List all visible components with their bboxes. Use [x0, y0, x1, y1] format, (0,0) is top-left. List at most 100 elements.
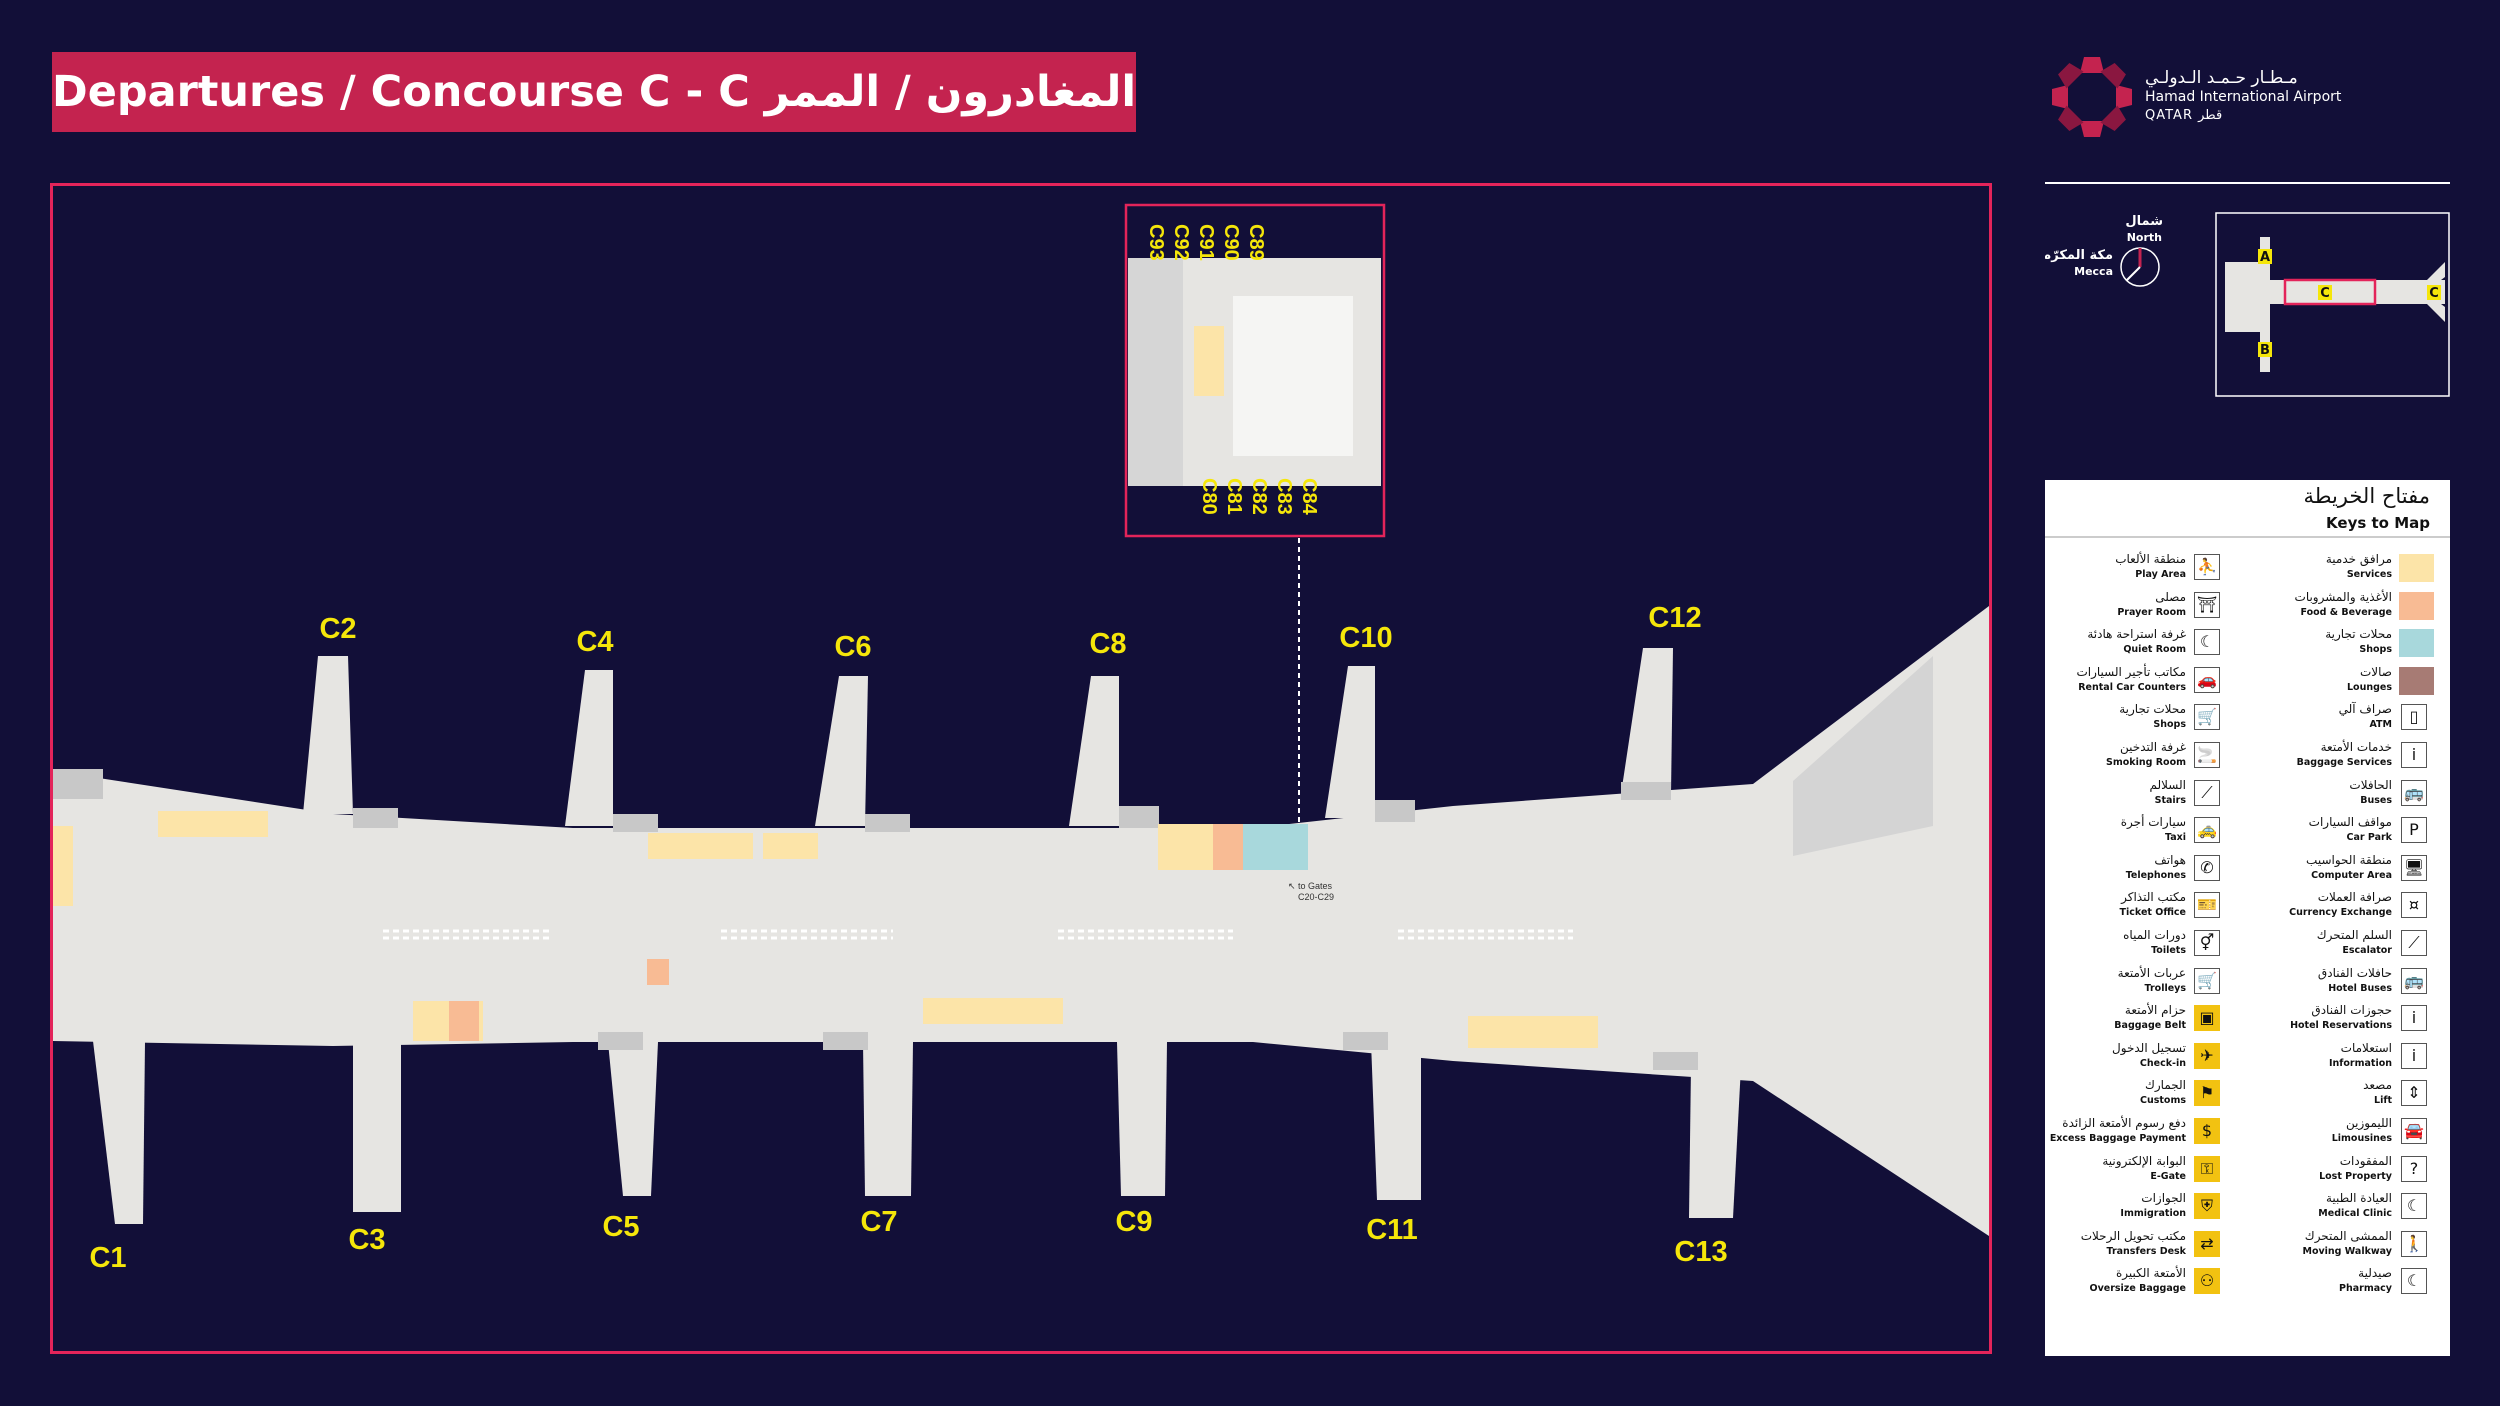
currency-exchange-icon: ¤	[2401, 892, 2427, 919]
baggage-services-icon: i	[2401, 742, 2427, 768]
legend-label-ar: مكتب تحويل الرحلات	[2080, 1228, 2186, 1243]
gate-label-C9: C9	[1115, 1206, 1152, 1238]
gate-label-C10: C10	[1339, 622, 1392, 654]
check-in-icon: ✈	[2194, 1042, 2220, 1069]
legend-label-en: Limousines	[2331, 1133, 2392, 1144]
computer-area-icon: 🖥	[2401, 854, 2427, 881]
legend-label-ar: حافلات الفنادق	[2317, 965, 2392, 980]
limousine-icon: 🚘	[2401, 1118, 2427, 1144]
gate-label-C12: C12	[1648, 602, 1701, 634]
information-icon: i	[2401, 1042, 2427, 1069]
legend-label-ar: السلم المتحرك	[2316, 928, 2392, 942]
gate-label-C5: C5	[602, 1211, 639, 1243]
legend-label-en: Moving Walkway	[2302, 1245, 2392, 1257]
legend-swatch	[2399, 629, 2434, 658]
legend-label-en: Services	[2346, 569, 2392, 580]
legend-label-en: Computer Area	[2311, 869, 2392, 881]
stairs-icon: ⟋	[2194, 779, 2220, 806]
atm-icon: ▯	[2401, 704, 2427, 731]
excess-baggage-icon: $	[2194, 1118, 2220, 1144]
service-areas	[53, 811, 1598, 1048]
legend-label-en: Medical Clinic	[2318, 1208, 2392, 1220]
legend-label-en: Food & Beverage	[2300, 606, 2392, 618]
legend-label-en: Shops	[2359, 644, 2392, 656]
legend-label-ar: الجمارك	[2144, 1078, 2186, 1093]
telephone-icon: ✆	[2194, 854, 2220, 881]
legend-label-en: Excess Baggage Payment	[2049, 1133, 2186, 1144]
legend-label-en: Shops	[2153, 719, 2186, 731]
compass-mecca-ar: مكة المكرّمة	[2045, 248, 2113, 263]
legend-label-en: Currency Exchange	[2289, 907, 2392, 919]
legend-label-ar: استعلامات	[2340, 1040, 2392, 1055]
gate-label-C7: C7	[860, 1206, 897, 1238]
legend-label-ar: الأمتعة الكبيرة	[2115, 1266, 2186, 1281]
legend-label-ar: صراف آلي	[2338, 702, 2392, 717]
legend-label-ar: عربات الأمتعة	[2117, 965, 2186, 980]
legend-label-ar: دورات المياه	[2123, 928, 2186, 942]
header-divider	[2045, 182, 2450, 184]
gate-label-C83: C83	[1273, 478, 1295, 515]
gate-label-C93: C93	[1145, 224, 1167, 261]
legend-label-ar: منطقة الحواسيب	[2306, 852, 2392, 867]
legend-label-ar: الممشى المتحرك	[2304, 1228, 2392, 1243]
prayer-room-icon: ⛩	[2194, 591, 2220, 618]
lift-icon: ⇕	[2401, 1080, 2427, 1107]
legend-label-ar: مرافق خدمية	[2325, 552, 2392, 566]
concourse-map: C2 C4 C6 C8 C10 C12 C1 C3 C5 C7 C9 C11 C…	[53, 203, 1989, 1274]
gate-label-C91: C91	[1195, 224, 1217, 261]
gate-label-C8: C8	[1089, 628, 1126, 660]
legend-label-en: Immigration	[2120, 1208, 2186, 1220]
moving-walkways	[383, 929, 1573, 940]
toilets-icon: ⚥	[2194, 930, 2220, 956]
legend-label-ar: غرفة استراحة هادئة	[2087, 627, 2186, 642]
legend-label-en: Oversize Baggage	[2089, 1283, 2187, 1295]
hotel-reservations-icon: i	[2401, 1005, 2427, 1032]
gate-label-C92: C92	[1170, 224, 1192, 261]
moving-walkway-icon: 🚶	[2401, 1230, 2427, 1257]
compass-north-en: North	[2127, 231, 2162, 244]
legend-label-ar: تسجيل الدخول	[2112, 1040, 2186, 1055]
legend-label-en: Stairs	[2154, 794, 2186, 806]
bus-icon: 🚌	[2401, 779, 2427, 806]
legend-swatch	[2399, 666, 2434, 695]
legend-label-en: Escalator	[2342, 945, 2392, 956]
legend-label-en: Play Area	[2135, 569, 2186, 580]
mini-label-C: C	[2320, 286, 2330, 301]
escalator-area	[1793, 656, 1933, 856]
gate-label-C89: C89	[1245, 224, 1267, 261]
legend-label-en: Buses	[2360, 794, 2392, 806]
to-gates-range: C20-C29	[1298, 892, 1334, 902]
legend-label-ar: المفقودات	[2339, 1153, 2392, 1168]
legend-label-ar: حجوزات الفنادق	[2311, 1003, 2392, 1018]
legend-label-en: Smoking Room	[2106, 757, 2186, 768]
gate-label-C11: C11	[1366, 1214, 1418, 1246]
legend-label-ar: غرفة التدخين	[2120, 740, 2186, 754]
legend-label-ar: صالات	[2360, 664, 2392, 679]
escalator-icon: ⟋	[2401, 930, 2427, 956]
legend-label-ar: دفع رسوم الأمتعة الزائدة	[2062, 1116, 2186, 1130]
gate-label-C1: C1	[89, 1242, 126, 1274]
legend-label-ar: خدمات الأمتعة	[2320, 740, 2392, 754]
legend-swatch	[2399, 554, 2434, 582]
logo-qatar: QATAR قطر	[2145, 108, 2223, 123]
mini-locator-map: A B C C	[2215, 212, 2450, 397]
legend-label-ar: مكاتب تأجير السيارات	[2076, 664, 2186, 679]
customs-icon: ⚑	[2194, 1080, 2220, 1107]
gate-label-C4: C4	[576, 626, 613, 658]
legend-label-ar: محلات تجارية	[2119, 702, 2186, 717]
car-park-icon: P	[2401, 817, 2427, 844]
legend-label-ar: صرافة العملات	[2317, 890, 2392, 905]
gate-label-C2: C2	[319, 613, 356, 645]
legend-label-en: ATM	[2369, 719, 2392, 731]
legend-label-en: Baggage Belt	[2114, 1020, 2186, 1032]
legend-label-en: Taxi	[2164, 832, 2186, 844]
map-frame	[50, 183, 1992, 1354]
title-banner: Departures / Concourse C - C المغادرون /…	[52, 52, 1136, 132]
wall-segments	[53, 769, 1698, 1070]
legend-label-ar: مواقف السيارات	[2308, 815, 2392, 830]
lower-piers	[93, 1041, 1741, 1224]
gate-label-C6: C6	[834, 631, 871, 663]
oversize-baggage-icon: ⚇	[2194, 1268, 2220, 1295]
e-gate-icon: ⚿	[2194, 1155, 2220, 1182]
